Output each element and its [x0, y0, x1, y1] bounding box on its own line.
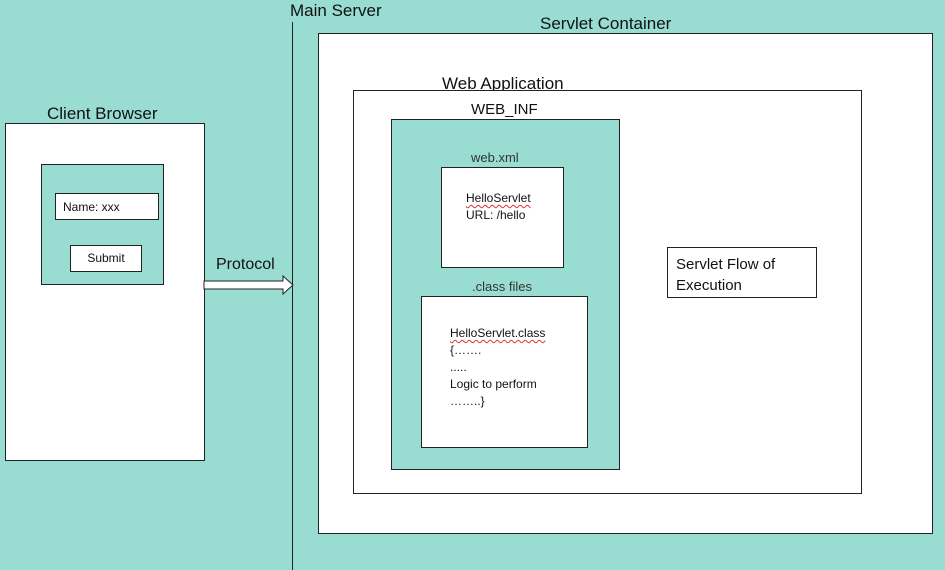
- servlet-url-text: URL: /hello: [466, 208, 526, 222]
- class-file-line: HelloServlet.class: [450, 326, 546, 340]
- submit-button-label: Submit: [87, 251, 125, 265]
- web-inf-title: WEB_INF: [471, 101, 538, 118]
- class-file-line: Logic to perform: [450, 377, 537, 391]
- web-xml-title: web.xml: [471, 150, 519, 165]
- login-form: Name: xxx Submit: [41, 164, 164, 285]
- name-input-text: Name: xxx: [63, 200, 120, 214]
- name-input[interactable]: Name: xxx: [55, 193, 159, 220]
- class-files-title: .class files: [472, 279, 532, 294]
- class-files-box: HelloServlet.class {……. ..... Logic to p…: [421, 296, 588, 448]
- submit-button[interactable]: Submit: [70, 245, 142, 272]
- web-xml-box: HelloServlet URL: /hello: [441, 167, 564, 268]
- class-file-line: {…….: [450, 343, 482, 357]
- client-browser-box: Name: xxx Submit: [5, 123, 205, 461]
- main-server-label: Main Server: [290, 1, 382, 20]
- class-file-line: .....: [450, 360, 467, 374]
- protocol-label: Protocol: [216, 256, 275, 273]
- class-file-line: ……..}: [450, 394, 485, 408]
- servlet-name-text: HelloServlet: [466, 191, 531, 205]
- client-browser-title: Client Browser: [47, 104, 158, 123]
- servlet-flow-box: Servlet Flow of Execution: [667, 247, 817, 298]
- main-server-divider: [292, 22, 293, 570]
- servlet-container-title: Servlet Container: [540, 14, 672, 33]
- web-application-title: Web Application: [442, 74, 564, 93]
- protocol-arrow: [203, 274, 294, 296]
- servlet-flow-label: Servlet Flow of Execution: [676, 256, 776, 294]
